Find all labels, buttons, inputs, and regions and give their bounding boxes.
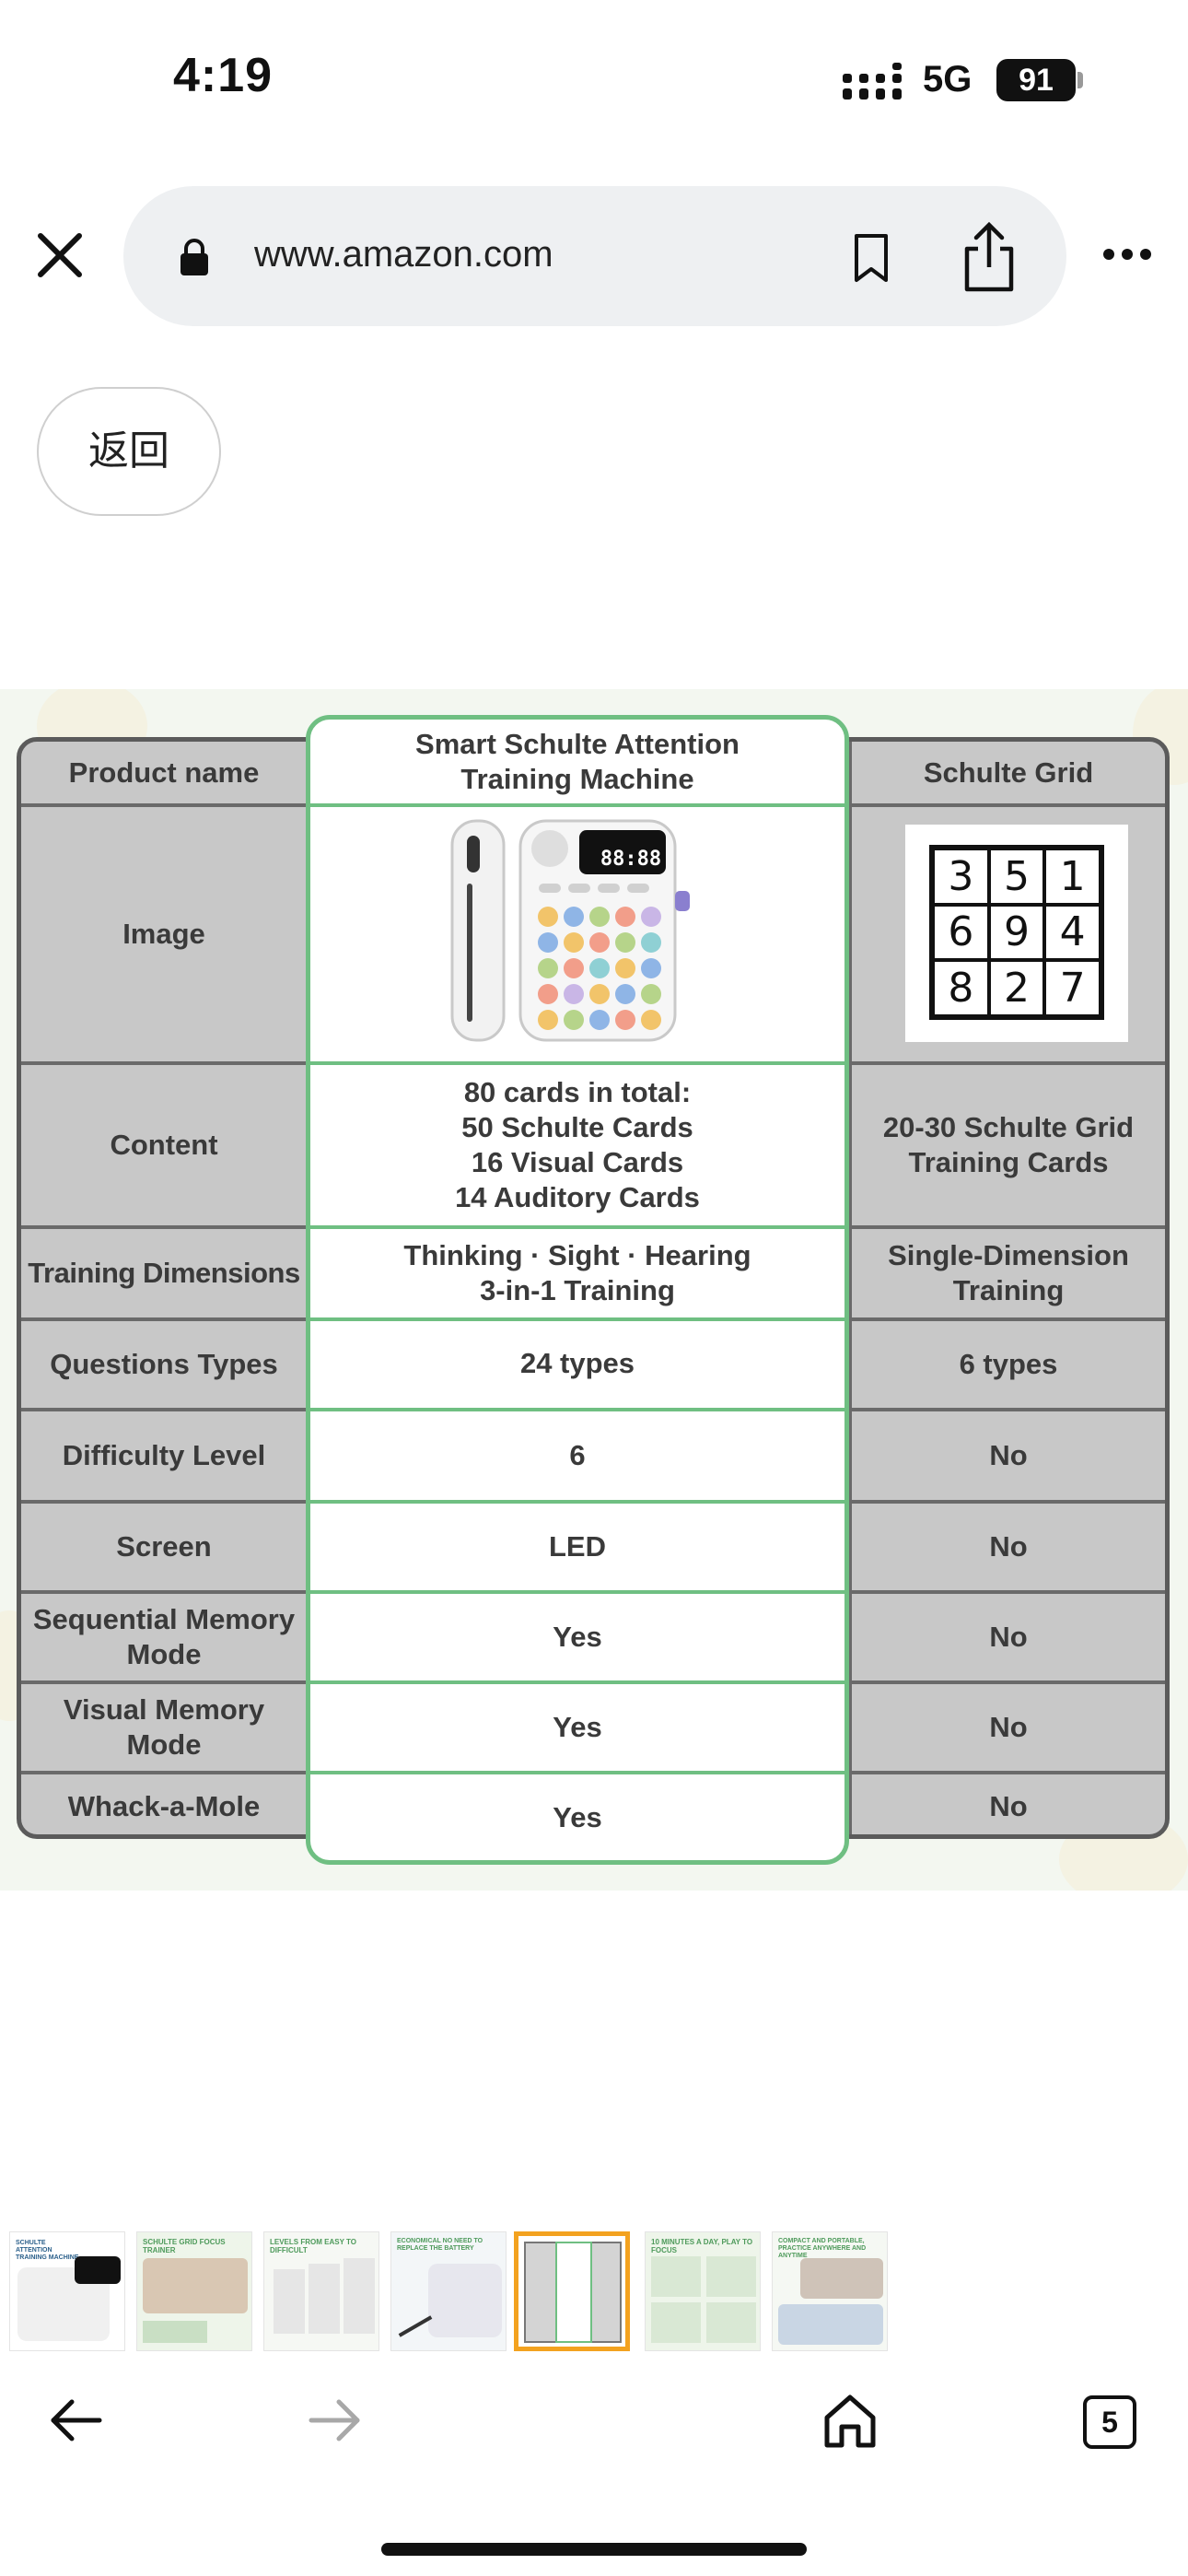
schulte-content: 20-30 Schulte Grid Training Cards <box>882 1111 1135 1178</box>
row-divider <box>310 1771 844 1774</box>
attention-machine-image: 88:88 <box>450 819 690 1042</box>
header-smart-machine: Smart Schulte Attention Training Machine <box>415 727 740 795</box>
grid-number: 6 <box>933 904 989 961</box>
thumbnail-1[interactable]: SCHULTE ATTENTION TRAINING MACHINE <box>9 2231 125 2351</box>
thumbnail-caption: COMPACT AND PORTABLE, PRACTICE ANYWHERE … <box>778 2238 867 2259</box>
machine-content: 80 cards in total: 50 Schulte Cards 16 V… <box>455 1076 700 1213</box>
label-whack-a-mole: Whack-a-Mole <box>67 1790 261 1822</box>
label-image: Image <box>122 918 205 950</box>
label-question-types: Questions Types <box>50 1348 278 1380</box>
machine-screen: LED <box>549 1530 606 1563</box>
home-indicator[interactable] <box>381 2543 807 2556</box>
header-schulte-grid: Schulte Grid <box>923 755 1094 789</box>
thumbnail-6[interactable]: 10 MINUTES A DAY, PLAY TO FOCUS <box>645 2231 761 2351</box>
thumbnail-5[interactable] <box>514 2231 630 2351</box>
machine-training-dimensions: Thinking · Sight · Hearing 3-in-1 Traini… <box>403 1239 751 1306</box>
bookmark-icon[interactable] <box>851 232 891 284</box>
machine-sequential-memory: Yes <box>553 1621 602 1653</box>
schulte-training-dimensions: Single-Dimension Training <box>888 1239 1129 1306</box>
grid-number: 2 <box>988 960 1045 1016</box>
thumbnail-7[interactable]: COMPACT AND PORTABLE, PRACTICE ANYWHERE … <box>772 2231 888 2351</box>
column-divider <box>848 742 852 1834</box>
label-training-dimensions: Training Dimensions <box>28 1257 300 1289</box>
thumbnail-3[interactable]: LEVELS FROM EASY TO DIFFICULT <box>263 2231 379 2351</box>
row-divider <box>310 1500 844 1504</box>
thumbnail-caption: SCHULTE ATTENTION TRAINING MACHINE <box>16 2240 79 2261</box>
label-visual-memory: Visual Memory Mode <box>63 1693 265 1761</box>
label-screen: Screen <box>116 1530 212 1563</box>
schulte-question-types: 6 types <box>959 1348 1058 1380</box>
back-button[interactable]: 返回 <box>37 387 221 516</box>
thumbnail-strip[interactable]: SCHULTE ATTENTION TRAINING MACHINE SCHUL… <box>9 2231 1179 2357</box>
status-time: 4:19 <box>173 49 274 102</box>
thumbnail-caption: LEVELS FROM EASY TO DIFFICULT <box>270 2238 356 2254</box>
product-image[interactable]: Product name Image Content Training Dime… <box>0 689 1188 1891</box>
grid-number: 5 <box>988 849 1045 905</box>
network-label: 5G <box>923 59 973 100</box>
more-options-icon[interactable] <box>1101 247 1153 262</box>
lock-icon <box>181 239 208 275</box>
thumbnail-caption: ECONOMICAL NO NEED TO REPLACE THE BATTER… <box>397 2238 483 2252</box>
label-sequential-memory: Sequential Memory Mode <box>32 1603 296 1670</box>
row-divider <box>310 1590 844 1594</box>
schulte-grid: 3 5 1 6 9 4 8 2 7 <box>929 845 1104 1020</box>
machine-difficulty-level: 6 <box>569 1439 586 1471</box>
thumbnail-2[interactable]: SCHULTE GRID FOCUS TRAINER <box>136 2231 252 2351</box>
thumbnail-caption: SCHULTE GRID FOCUS TRAINER <box>143 2238 226 2254</box>
grid-number: 1 <box>1044 849 1101 905</box>
forward-arrow-icon[interactable] <box>308 2397 363 2443</box>
share-icon[interactable] <box>960 221 1019 295</box>
grid-number: 3 <box>933 849 989 905</box>
thumbnail-caption: 10 MINUTES A DAY, PLAY TO FOCUS <box>651 2238 753 2254</box>
schulte-screen: No <box>989 1530 1028 1563</box>
device-display: 88:88 <box>600 848 661 871</box>
header-product-name: Product name <box>68 755 260 789</box>
row-divider <box>310 1680 844 1684</box>
machine-visual-memory: Yes <box>553 1711 602 1743</box>
row-divider <box>310 1408 844 1411</box>
row-divider <box>310 803 844 807</box>
schulte-difficulty-level: No <box>989 1439 1028 1471</box>
thumbnail-4[interactable]: ECONOMICAL NO NEED TO REPLACE THE BATTER… <box>390 2231 507 2351</box>
grid-number: 4 <box>1044 904 1101 961</box>
row-divider <box>310 1225 844 1229</box>
highlight-column: Smart Schulte Attention Training Machine… <box>306 715 849 1865</box>
close-icon[interactable] <box>33 228 87 282</box>
machine-question-types: 24 types <box>519 1347 635 1379</box>
grid-number: 9 <box>988 904 1045 961</box>
grid-number: 7 <box>1044 960 1101 1016</box>
schulte-visual-memory: No <box>989 1711 1028 1743</box>
tabs-button[interactable]: 5 <box>1083 2395 1136 2449</box>
row-divider <box>310 1061 844 1065</box>
home-icon[interactable] <box>821 2392 879 2449</box>
machine-whack-a-mole: Yes <box>553 1801 602 1833</box>
schulte-whack-a-mole: No <box>989 1790 1028 1822</box>
back-arrow-icon[interactable] <box>48 2397 103 2443</box>
battery-icon: 91 <box>996 59 1076 101</box>
label-content: Content <box>110 1129 218 1161</box>
address-bar[interactable]: www.amazon.com <box>123 186 1066 326</box>
status-bar: 4:19 5G 91 <box>0 0 1188 157</box>
row-divider <box>310 1317 844 1321</box>
url-text[interactable]: www.amazon.com <box>254 234 553 275</box>
schulte-sequential-memory: No <box>989 1621 1028 1653</box>
label-difficulty-level: Difficulty Level <box>62 1439 266 1471</box>
battery-tip <box>1077 72 1083 88</box>
cellular-signal-icon <box>843 63 902 100</box>
schulte-grid-image: 3 5 1 6 9 4 8 2 7 <box>905 825 1128 1042</box>
grid-number: 8 <box>933 960 989 1016</box>
